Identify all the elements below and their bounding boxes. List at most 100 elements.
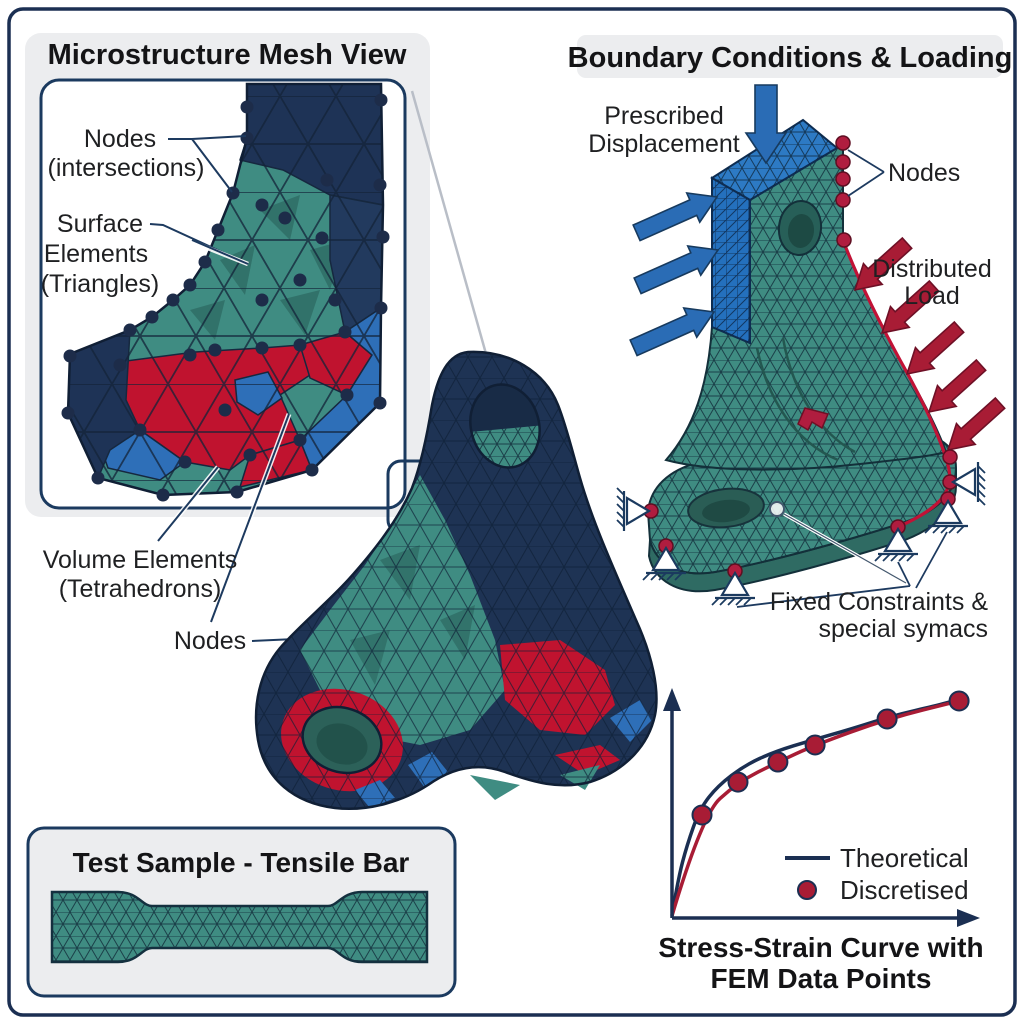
mesh-node-dot — [113, 358, 127, 372]
nodes-leaders — [847, 149, 885, 197]
mesh-node-dot — [376, 230, 390, 244]
mesh-node-dot — [315, 231, 329, 245]
bc-supports — [616, 462, 986, 606]
mesh-node-dot — [374, 301, 388, 315]
label-fixed-line1: Fixed Constraints & — [770, 588, 988, 616]
mesh-node-dot — [240, 131, 254, 145]
fixed-support-icon — [616, 487, 652, 531]
mesh-node-dot — [328, 293, 342, 307]
bc-column-grooves — [755, 337, 856, 462]
fixed-support-icon — [711, 570, 755, 606]
mesh-node-dot — [255, 198, 269, 212]
mesh-node-dot — [243, 448, 257, 462]
load-arrow-icon — [880, 279, 940, 335]
microstructure-leader-lines — [149, 135, 363, 642]
mesh-node-dot — [374, 93, 388, 107]
mesh-node-dot — [218, 403, 232, 417]
label-nodes-line2: (intersections) — [48, 154, 205, 182]
boundary-node-dot — [836, 232, 852, 248]
fem-data-point — [691, 804, 713, 826]
x-axis-arrowhead — [957, 909, 980, 927]
bc-load-arrows — [629, 84, 1006, 452]
mesh-node-dot — [211, 223, 225, 237]
zoom-mesh-wireframe — [68, 84, 383, 495]
label-nodes-line1: Nodes — [84, 125, 156, 153]
fem-data-point — [876, 708, 898, 730]
label-load-line1: Distributed — [872, 255, 992, 283]
fixed-support-icon — [924, 498, 968, 534]
label-surface-line1: Surface — [57, 210, 143, 238]
microstructure-panel: Microstructure Mesh View — [25, 33, 430, 655]
label-bc-nodes: Nodes — [888, 159, 960, 187]
mesh-node-dot — [305, 463, 319, 477]
test-sample-title: Test Sample - Tensile Bar — [73, 847, 410, 878]
label-load-line2: Load — [904, 282, 960, 310]
mesh-node-dot — [255, 293, 269, 307]
fem-data-point — [804, 734, 826, 756]
load-arrow-icon — [927, 358, 987, 414]
mesh-node-dot — [166, 293, 180, 307]
mesh-node-dot — [293, 433, 307, 447]
fixed-support-icon — [642, 545, 686, 581]
legend-theoretical-label: Theoretical — [840, 843, 969, 873]
mesh-node-dot — [373, 396, 387, 410]
mesh-node-dot — [198, 255, 212, 269]
test-sample-panel: Test Sample - Tensile Bar — [26, 826, 457, 998]
zoom-mesh-illustration — [61, 82, 390, 502]
load-arrow-icon — [629, 306, 716, 357]
boundary-node-dot — [835, 171, 851, 187]
bc-marker-circle — [769, 501, 785, 517]
load-arrow-icon — [632, 191, 719, 242]
legend-discretised-label: Discretised — [840, 875, 969, 905]
fixed-constraints-leader-core — [783, 513, 907, 584]
mesh-node-dot — [240, 100, 254, 114]
load-arrow-icon — [853, 236, 913, 292]
y-axis-arrowhead — [663, 688, 681, 711]
fixed-support-icon — [950, 462, 986, 506]
legend-discretised-swatch — [797, 880, 817, 900]
label-fixed-line2: special symacs — [819, 615, 989, 643]
zoom-mesh-node-dots — [61, 93, 390, 502]
boundary-node-dot — [835, 135, 851, 151]
bracket-lug-hole-interior — [470, 425, 545, 470]
mesh-node-dot — [340, 388, 354, 402]
boundary-title-background — [577, 35, 1003, 78]
label-prescribed-line2: Displacement — [588, 130, 740, 158]
bracket-boss-hole-inner — [316, 723, 368, 765]
mesh-node-dot — [293, 338, 307, 352]
mesh-node-dot — [255, 341, 269, 355]
load-arrow-icon — [633, 244, 720, 295]
mesh-node-dot — [230, 485, 244, 499]
label-volume-line1: Volume Elements — [43, 546, 238, 574]
mesh-node-dot — [373, 178, 387, 192]
center-bracket-mesh — [254, 350, 658, 810]
boundary-conditions-panel: Boundary Conditions & Loading — [568, 35, 1013, 643]
tensile-bar-outline — [50, 890, 429, 964]
zoom-connector-line — [410, 90, 492, 369]
stress-strain-chart: Theoretical Discretised Stress-Strain Cu… — [658, 688, 984, 994]
mesh-node-dot — [145, 310, 159, 324]
mesh-node-dot — [133, 423, 147, 437]
fixed-constraints-leaders — [736, 531, 948, 608]
mesh-node-dot — [320, 173, 334, 187]
fem-data-point — [727, 771, 749, 793]
mesh-node-dot — [208, 343, 222, 357]
label-volume-line2: (Tetrahedrons) — [59, 575, 222, 603]
mesh-node-dot — [278, 211, 292, 225]
load-arrow-icon — [946, 396, 1006, 452]
mesh-node-dot — [293, 273, 307, 287]
chart-caption-line1: Stress-Strain Curve with — [658, 932, 983, 963]
fem-data-point — [948, 690, 970, 712]
boundary-node-dot — [835, 192, 851, 208]
mesh-node-dot — [183, 348, 197, 362]
boundary-panel-title: Boundary Conditions & Loading — [568, 42, 1013, 74]
label-prescribed-line1: Prescribed — [604, 102, 724, 130]
bracket-outline — [254, 350, 658, 810]
mesh-node-dot — [178, 455, 192, 469]
chart-axes — [670, 702, 963, 920]
label-surface-line3: (Triangles) — [41, 270, 160, 298]
bc-red-element — [797, 407, 830, 432]
chart-caption-line2: FEM Data Points — [711, 963, 932, 994]
mesh-node-dot — [91, 471, 105, 485]
